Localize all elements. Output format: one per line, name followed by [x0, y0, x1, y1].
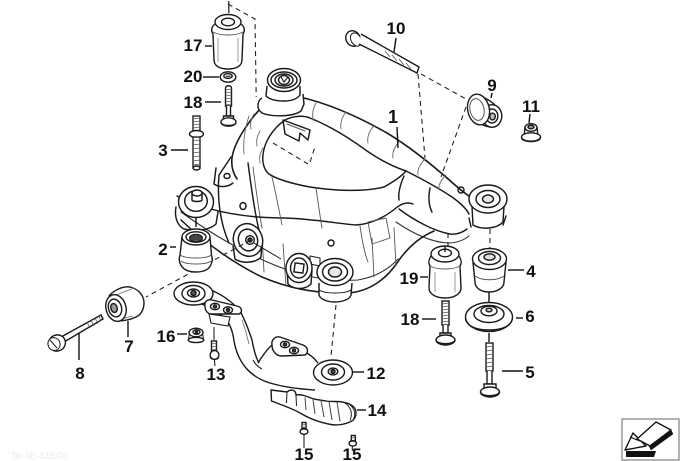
svg-text:19: 19	[400, 269, 419, 288]
svg-text:9: 9	[487, 76, 496, 95]
svg-text:18: 18	[184, 93, 203, 112]
svg-text:1: 1	[388, 107, 398, 127]
svg-text:4: 4	[526, 262, 536, 281]
svg-text:18: 18	[401, 310, 420, 329]
svg-text:15: 15	[295, 445, 314, 461]
svg-text:Tei IIE-43l5Gti: Tei IIE-43l5Gti	[11, 451, 68, 461]
svg-text:17: 17	[184, 36, 203, 55]
svg-text:7: 7	[124, 337, 133, 356]
svg-text:12: 12	[367, 364, 386, 383]
svg-text:14: 14	[368, 401, 387, 420]
svg-text:2: 2	[158, 240, 167, 259]
svg-text:20: 20	[184, 67, 203, 86]
svg-text:16: 16	[157, 327, 176, 346]
svg-text:10: 10	[387, 19, 406, 38]
svg-text:8: 8	[75, 364, 84, 383]
svg-text:6: 6	[525, 307, 534, 326]
svg-text:3: 3	[158, 141, 167, 160]
svg-text:5: 5	[525, 363, 534, 382]
svg-text:11: 11	[522, 97, 540, 116]
svg-text:15: 15	[343, 445, 362, 461]
svg-text:13: 13	[207, 365, 226, 384]
